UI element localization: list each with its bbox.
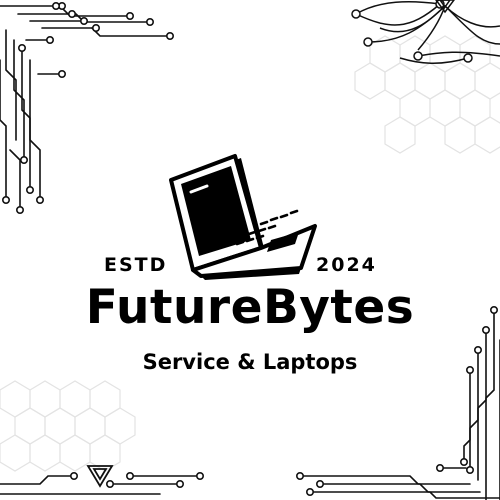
- brand-name: FutureBytes: [85, 280, 415, 335]
- circuit-nodes-top-left: [1, 1, 175, 215]
- hexagon-pattern-bottom-left: [0, 380, 136, 472]
- triangle-marker-bottom-left: [86, 465, 114, 488]
- circuit-decoration-top-right: [355, 1, 500, 65]
- hexagon-pattern-top-right: [354, 35, 500, 154]
- established-label: ESTD: [104, 254, 168, 276]
- circuit-nodes-top-right: [351, 0, 473, 63]
- established-year: 2024: [316, 254, 377, 276]
- circuit-nodes-bottom-right: [295, 305, 498, 496]
- triangle-marker-top-right: [435, 0, 455, 14]
- circuit-decoration-top-left: [0, 5, 171, 211]
- circuit-nodes-bottom-left: [70, 471, 205, 488]
- circuit-decoration-bottom-left: [0, 475, 201, 495]
- laptop-icon: [169, 154, 317, 280]
- tagline: Service & Laptops: [142, 350, 358, 374]
- circuit-decoration-bottom-right: [299, 309, 500, 500]
